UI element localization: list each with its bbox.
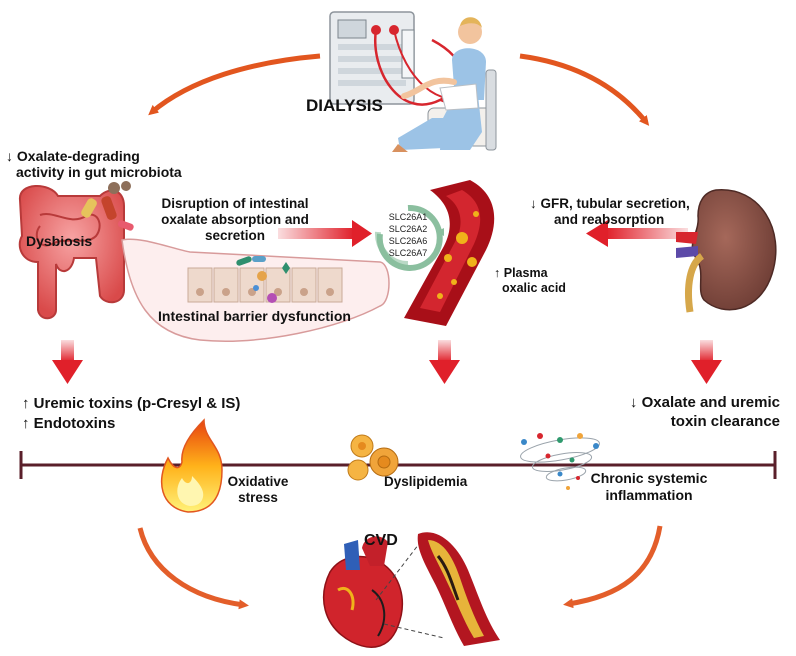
disruption-label: Disruption of intestinal oxalate absorpt… [161, 196, 309, 243]
down-indicator: ↓ [6, 148, 13, 164]
up-indicator-endotoxins: ↑ [22, 415, 30, 432]
dialyzer-cartridge [401, 29, 415, 79]
arrow-right-to-cvd [563, 525, 663, 609]
artery-plaque-illustration [417, 532, 500, 646]
arrow-gut-to-vessel [278, 220, 372, 247]
uremic-endotoxins-label: ↑ Uremic toxins (p-Cresyl & IS) ↑ Endoto… [22, 395, 241, 432]
arrow-kidney-down [691, 340, 722, 384]
up-indicator: ↑ [494, 266, 501, 280]
dyslipidemia-label: Dyslipidemia [384, 474, 468, 489]
dysbiosis-label: Dysbiosis [26, 233, 93, 249]
dialysis-label: DIALYSIS [306, 96, 383, 115]
arrow-dialysis-to-gut [148, 53, 321, 116]
arrow-dialysis-to-kidney [519, 53, 650, 126]
plasma-oxalic-acid-label: ↑ Plasma oxalic acid [494, 266, 566, 295]
arrow-left-to-cvd [137, 527, 249, 610]
fire-icon [160, 418, 223, 513]
gfr-label: ↓ GFR, tubular secretion, and reabsorpti… [530, 196, 690, 227]
heart-illustration [323, 536, 403, 648]
dialysis-illustration [329, 11, 497, 152]
slc-transporter-list: SLC26A1 SLC26A2 SLC26A6 SLC26A7 [388, 212, 428, 258]
down-indicator-clearance: ↓ [629, 394, 638, 411]
arrow-vessel-down [429, 340, 460, 384]
kidney-illustration [676, 189, 777, 313]
oxalate-degrading-label: ↓ Oxalate-degrading activity in gut micr… [6, 148, 182, 180]
down-indicator-kidney: ↓ [530, 196, 537, 211]
lipid-particles-icon [347, 434, 399, 481]
intestinal-barrier-label: Intestinal barrier dysfunction [158, 308, 351, 324]
clearance-label: ↓ Oxalate and uremic toxin clearance [629, 394, 780, 430]
epithelial-cells [187, 256, 343, 303]
arrow-kidney-to-vessel [586, 220, 688, 247]
inflammation-cytokines-icon [520, 433, 600, 490]
blood-vessel-illustration [404, 180, 495, 326]
cvd-label: CVD [364, 532, 398, 549]
intestine-illustration [18, 181, 134, 320]
chronic-inflammation-label: Chronic systemic inflammation [590, 470, 708, 503]
patient-head [458, 20, 482, 44]
slc-transporter-badge [374, 204, 444, 271]
oxidative-stress-label: Oxidative stress [227, 474, 289, 505]
up-indicator-uremic: ↑ [22, 395, 30, 412]
arrow-gut-down [52, 340, 83, 384]
